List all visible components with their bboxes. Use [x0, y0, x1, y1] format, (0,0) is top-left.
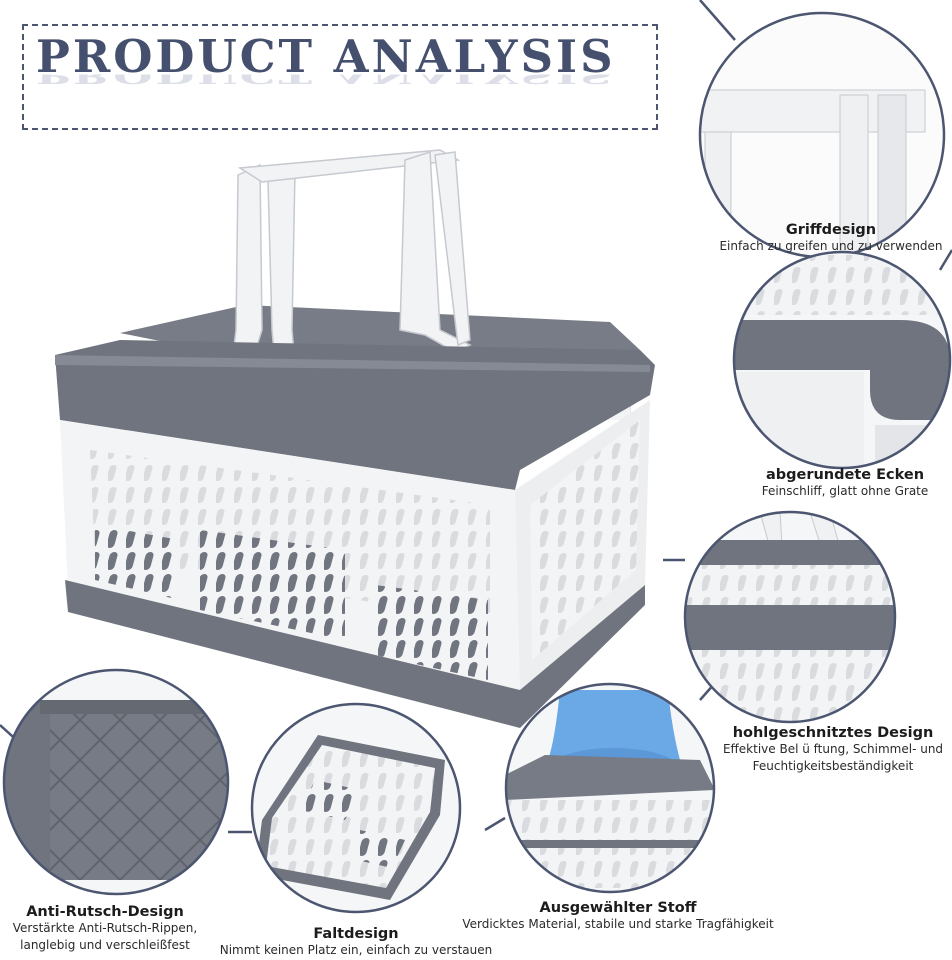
feature-desc: Verstärkte Anti-Rutsch-Rippen, — [12, 921, 198, 935]
antislip-detail-circle — [2, 668, 230, 896]
feature-title: abgerundete Ecken — [765, 467, 925, 483]
feature-corners: abgerundete Ecken Feinschliff, glatt ohn… — [740, 467, 950, 500]
feature-title: Anti-Rutsch-Design — [26, 904, 184, 920]
feature-title: Griffdesign — [785, 222, 877, 238]
feature-folding: Faltdesign Nimmt keinen Platz ein, einfa… — [205, 926, 507, 959]
feature-hollow: hohlgeschnitztes Design Effektive Bel ü … — [715, 725, 951, 775]
title-frame — [22, 24, 658, 130]
feature-title: Ausgewählter Stoff — [539, 900, 697, 916]
feature-material: Ausgewählter Stoff Verdicktes Material, … — [440, 900, 796, 933]
feature-desc: Feinschliff, glatt ohne Grate — [761, 484, 929, 498]
feature-title: hohlgeschnitztes Design — [732, 725, 934, 741]
feature-title: Faltdesign — [313, 926, 399, 942]
feature-desc: Nimmt keinen Platz ein, einfach zu verst… — [219, 943, 493, 957]
corner-detail-circle — [732, 250, 952, 470]
hollow-detail-circle — [683, 510, 897, 724]
grip-detail-circle — [698, 11, 946, 259]
feature-grip: Griffdesign Einfach zu greifen und zu ve… — [706, 222, 952, 255]
main-basket — [55, 149, 655, 728]
feature-desc: Einfach zu greifen und zu verwenden — [719, 239, 943, 253]
material-detail-circle — [504, 682, 716, 894]
feature-desc: Feuchtigkeitsbeständigkeit — [752, 759, 914, 773]
feature-antislip: Anti-Rutsch-Design Verstärkte Anti-Rutsc… — [0, 904, 210, 954]
folding-detail-circle — [250, 702, 462, 914]
feature-desc: Verdicktes Material, stabile und starke … — [462, 917, 774, 931]
page-title: PRODUCT ANALYSIS — [36, 30, 616, 83]
feature-desc: Effektive Bel ü ftung, Schimmel- und — [722, 742, 944, 756]
feature-desc: langlebig und verschleißfest — [20, 938, 190, 952]
